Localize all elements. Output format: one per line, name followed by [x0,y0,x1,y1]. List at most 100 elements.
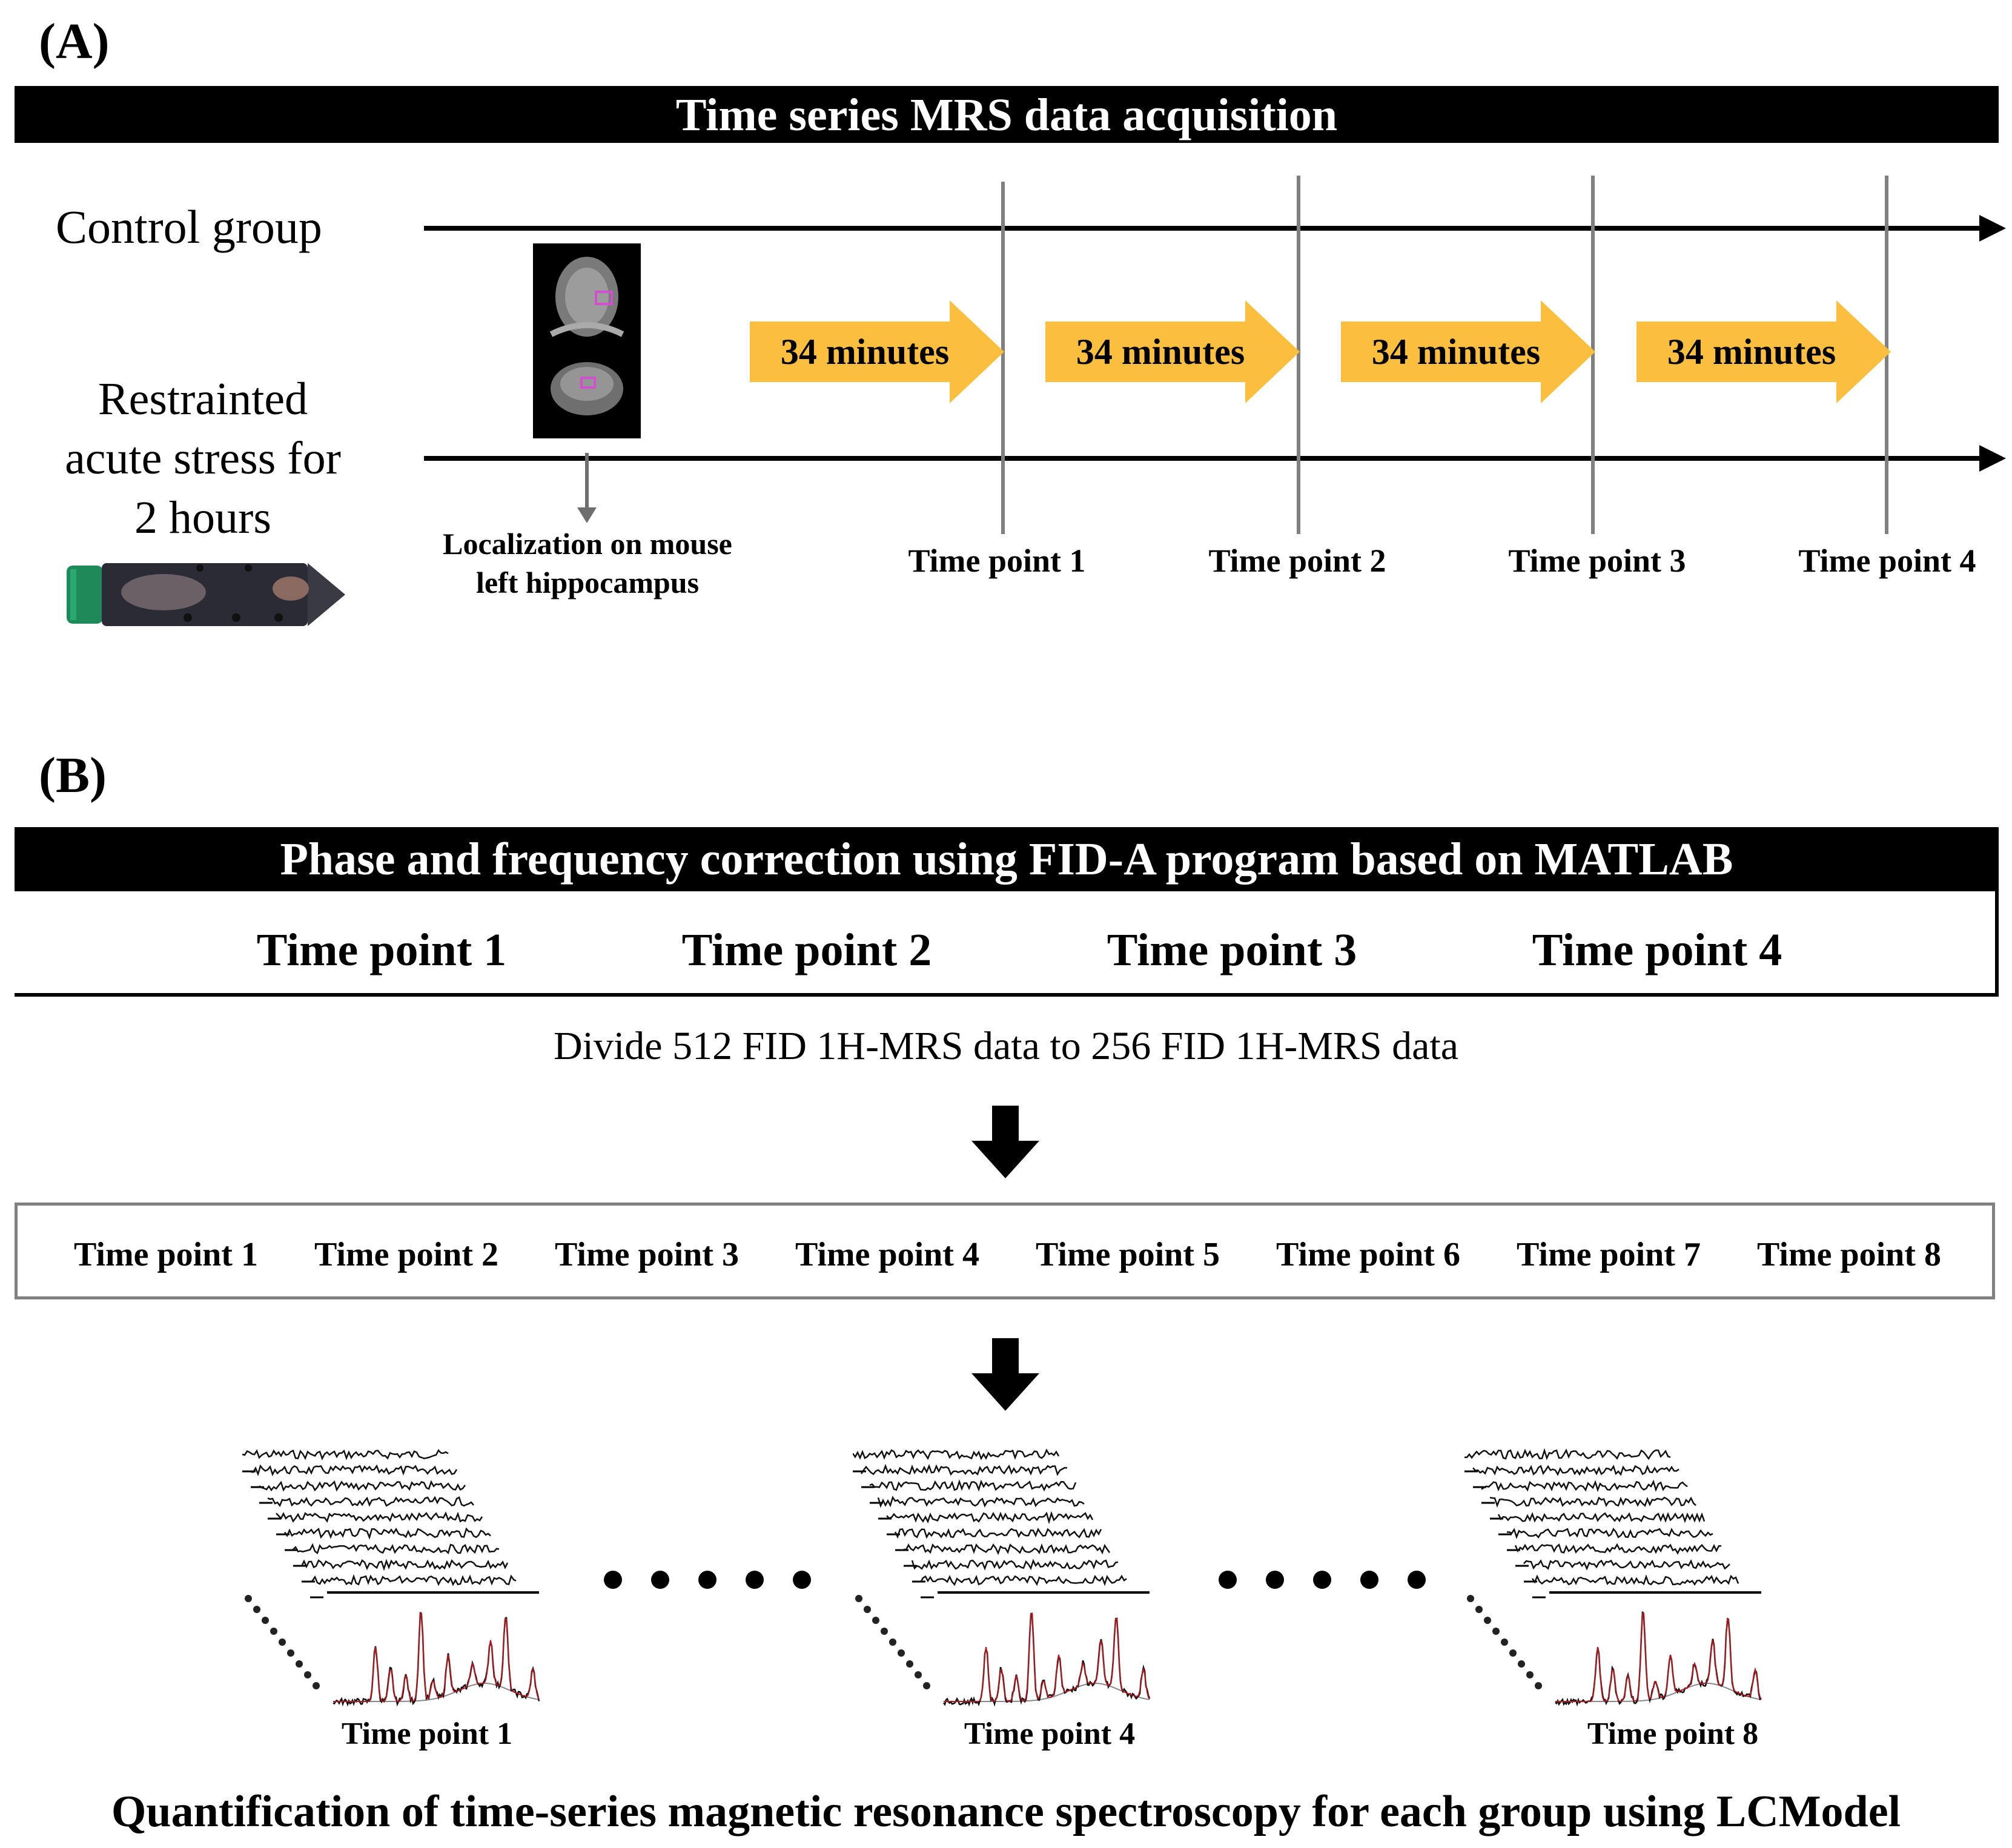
residual-trace [276,1511,483,1523]
layer-marker [1501,1638,1508,1646]
layer-marker [253,1606,260,1613]
layer-marker [304,1671,311,1678]
residual-trace [293,1543,500,1555]
layer-marker [262,1617,269,1624]
residual-trace [1514,1543,1721,1555]
ellipsis-dot [1408,1571,1426,1589]
down-arrow-icon [971,1106,1039,1178]
panel-b-header: Phase and frequency correction using FID… [15,827,1999,891]
time-point-label: Time point 3 [1508,543,1686,579]
stress-group-label: Restrainted acute stress for 2 hours [36,369,369,547]
timepoint-cell: Time point 4 [1532,925,1782,975]
control-timeline-arrowhead [1979,215,2006,242]
ellipsis-dot [651,1571,669,1589]
time-point-marker [1001,182,1005,534]
residual-trace [869,1479,1077,1492]
residual-trace [283,1527,491,1540]
spectra-stack [242,1449,540,1707]
residual-trace [250,1464,458,1477]
residual-trace [877,1496,1085,1508]
residual-trace [1464,1448,1671,1460]
time-point-marker [1297,176,1300,534]
timepoint-cell: Time point 5 [1036,1236,1220,1273]
layer-marker [1484,1617,1491,1624]
localization-pointer-arrowhead [577,507,597,523]
layer-marker [287,1649,294,1657]
residual-trace [1523,1559,1730,1571]
layer-marker [906,1660,913,1668]
residual-trace [886,1511,1094,1525]
layer-marker [313,1682,320,1689]
timepoint-cell: Time point 2 [314,1236,498,1273]
fit-trace [333,1612,540,1702]
residual-trace [259,1480,466,1492]
down-arrow-icon [971,1338,1039,1411]
interval-label: 34 minutes [780,332,950,372]
layer-marker [872,1617,879,1624]
residual-trace [1531,1574,1739,1586]
interval-arrow [1636,300,1891,403]
layer-marker [1509,1649,1517,1657]
layer-marker [279,1638,286,1646]
spectrum-label: Time point 1 [341,1717,513,1751]
ellipsis-dot [1219,1571,1237,1589]
restraint-tube-image [67,563,345,626]
timepoint-cell: Time point 4 [795,1236,979,1273]
layer-marker [270,1628,277,1635]
time-point-label: Time point 4 [1798,543,1976,579]
residual-trace [267,1496,474,1507]
layer-marker [296,1660,303,1668]
residual-trace [853,1448,1060,1460]
layer-marker [881,1628,888,1635]
residual-trace [1497,1512,1706,1523]
layer-marker [923,1682,930,1689]
layer-marker [1475,1606,1483,1613]
stress-label-line: acute stress for [65,433,341,484]
residual-trace [894,1528,1102,1539]
layer-marker [864,1606,871,1613]
ellipsis-dot [1313,1571,1331,1589]
stress-label-line: 2 hours [134,492,271,543]
timepoint-cell: Time point 8 [1757,1236,1941,1273]
timepoint-cell: Time point 6 [1276,1236,1460,1273]
residual-trace [1489,1496,1696,1508]
spectrum-label: Time point 8 [1587,1717,1759,1751]
localization-line: Localization on mouse [443,527,732,561]
interval-label: 34 minutes [1667,332,1836,372]
layer-marker [1535,1682,1542,1689]
time-point-marker [1591,176,1595,534]
stress-timeline [424,456,1987,461]
residual-trace [300,1559,509,1571]
mri-localization-image [533,243,641,438]
interval-arrow [1045,300,1300,403]
control-group-label: Control group [56,200,322,253]
ellipsis-dot [604,1571,622,1589]
interval-arrow [1341,300,1595,403]
time-point-label: Time point 2 [1208,543,1386,579]
eight-timepoint-box [15,1203,1995,1299]
layer-marker [898,1649,905,1657]
residual-trace [860,1464,1068,1476]
timepoint-cell: Time point 1 [256,925,507,975]
interval-arrow [750,300,1004,403]
spectrum-label: Time point 4 [964,1717,1136,1751]
layer-marker [1518,1660,1525,1668]
panel-a-label: (A) [39,13,110,70]
ellipsis-dot [698,1571,716,1589]
residual-trace [1481,1479,1688,1493]
timepoint-cell: Time point 1 [74,1236,258,1273]
stress-timeline-arrowhead [1979,445,2006,472]
layer-marker [1526,1671,1534,1678]
panel-a-header: Time series MRS data acquisition [15,86,1999,143]
ellipsis-dot [1360,1571,1378,1589]
residual-trace [242,1449,449,1460]
residual-trace [903,1543,1111,1556]
four-timepoint-box [15,891,1999,997]
timepoint-cell: Time point 2 [681,925,932,975]
layer-marker [1492,1628,1500,1635]
timepoint-cell: Time point 3 [555,1236,739,1273]
layer-marker [1467,1595,1474,1602]
timepoint-cell: Time point 3 [1107,925,1357,975]
layer-marker [889,1638,896,1646]
panel-b-label: (B) [39,747,107,804]
